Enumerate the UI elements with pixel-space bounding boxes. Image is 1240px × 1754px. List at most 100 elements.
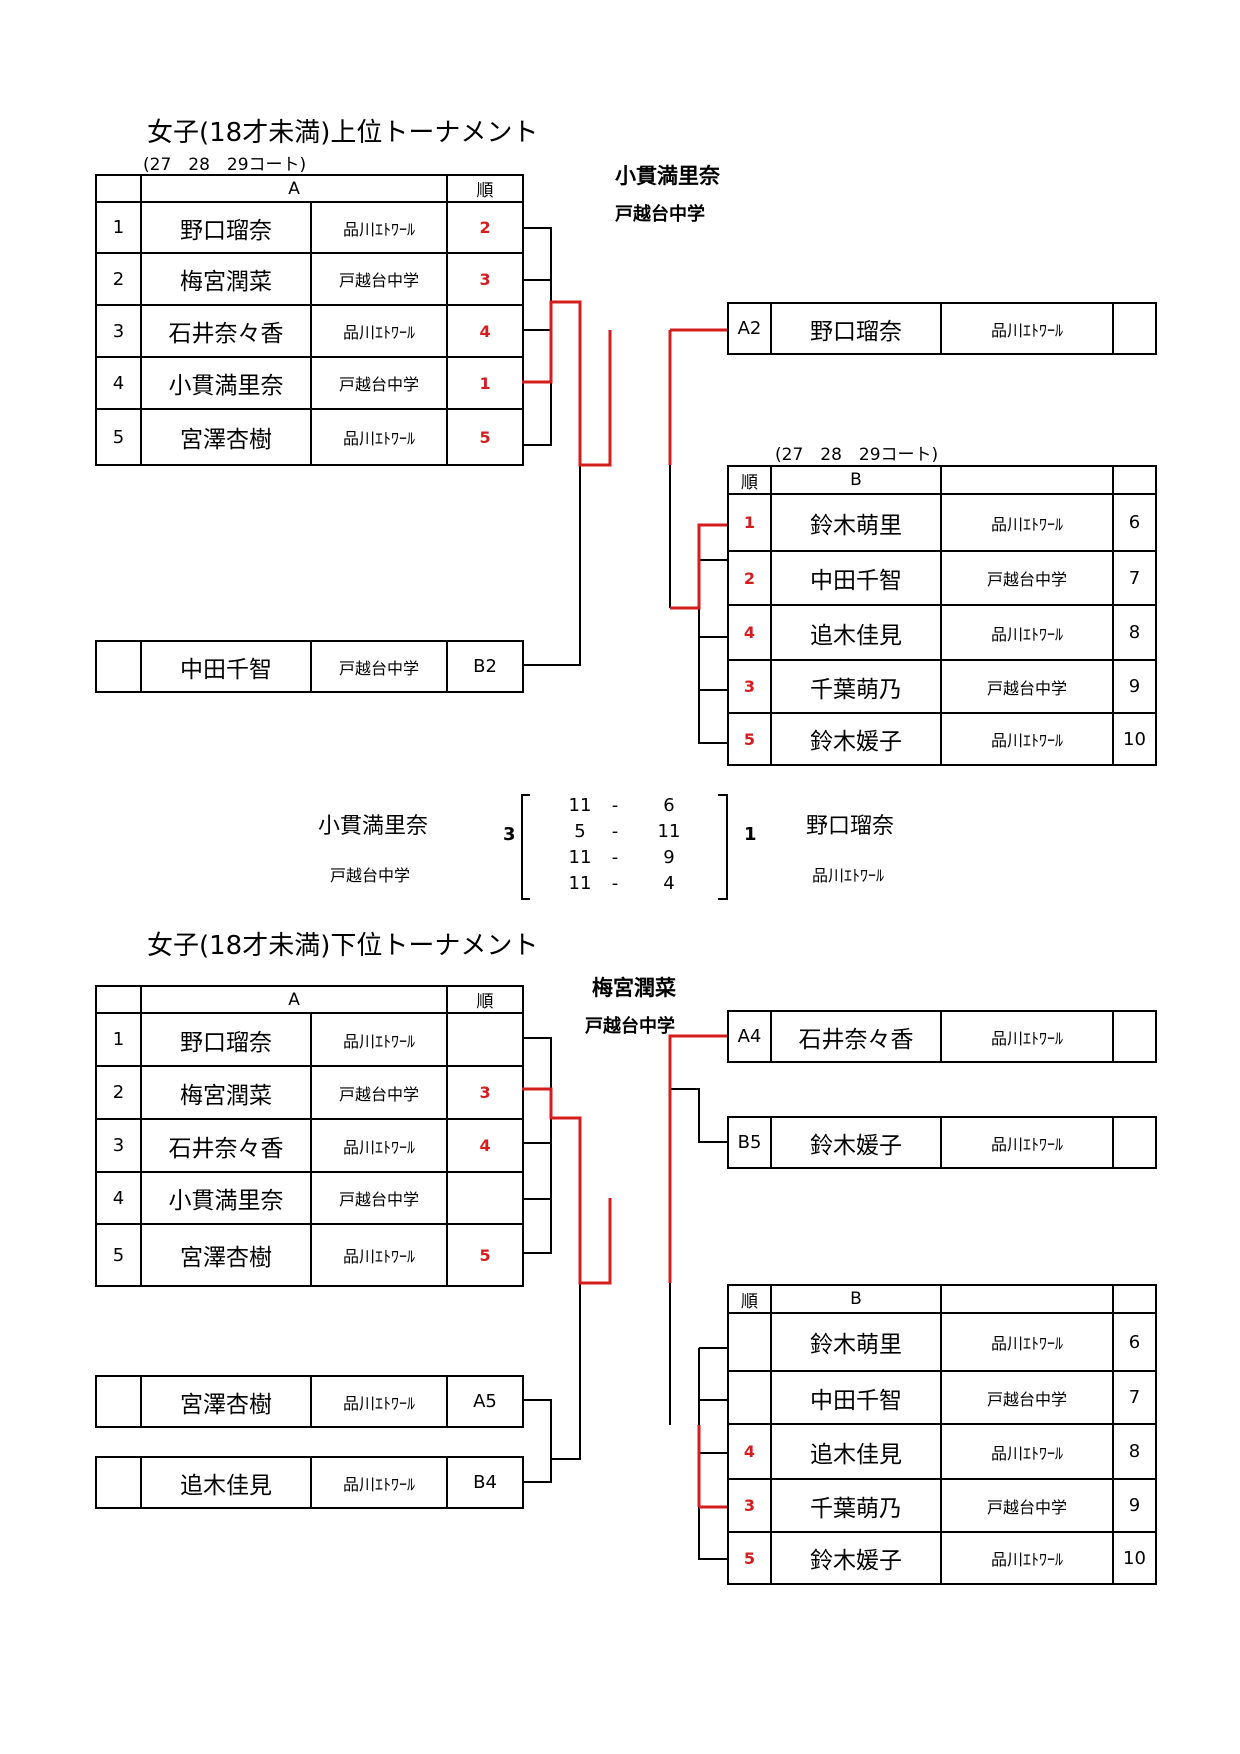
player-name: 中田千智: [770, 1370, 942, 1425]
lower-winner-name: 梅宮潤菜: [592, 976, 676, 1000]
player-number: 9: [1112, 1478, 1157, 1533]
score-separator: -: [611, 873, 619, 894]
group-a-header: A: [139, 174, 449, 203]
player-number: 2: [95, 252, 142, 306]
score-separator: -: [611, 795, 619, 816]
player-rank: 1: [727, 493, 772, 552]
upper-title: 女子(18才未満)上位トーナメント: [147, 118, 539, 148]
player-rank: 5: [446, 1223, 525, 1287]
upper-court-a: (27 28 29コート): [143, 155, 307, 175]
player-number: 5: [95, 1223, 142, 1287]
player-club: 品川ｴﾄﾜｰﾙ: [309, 1223, 449, 1287]
player-name: 野口瑠奈: [140, 201, 312, 254]
table-row: 2 梅宮潤菜 戸越台中学 3: [95, 1065, 525, 1120]
player-name: 千葉萌乃: [770, 1478, 942, 1533]
game-right-score: 4: [663, 873, 675, 894]
game-left-score: 11: [568, 795, 592, 816]
game-left-score: 11: [568, 873, 592, 894]
lower-a4-entry: A4 石井奈々香 品川ｴﾄﾜｰﾙ: [727, 1010, 1157, 1063]
lower-group-b-table: 順 B 鈴木萌里 品川ｴﾄﾜｰﾙ 6 中田千智 戸越台中学 7 4 追木佳見 品…: [727, 1284, 1157, 1585]
bracket-black-lines: [521, 227, 728, 1560]
player-rank: 2: [727, 550, 772, 606]
table-row: 3 石井奈々香 品川ｴﾄﾜｰﾙ 4: [95, 1118, 525, 1173]
table-row: 5 鈴木媛子 品川ｴﾄﾜｰﾙ 10: [727, 1531, 1157, 1585]
player-name: 梅宮潤菜: [140, 252, 312, 306]
player-number: 8: [1112, 604, 1157, 661]
seed-cell: [95, 1375, 142, 1428]
seed-cell: [95, 1456, 142, 1509]
upper-b2-entry: 中田千智 戸越台中学 B2: [95, 640, 524, 693]
player-name: 鈴木媛子: [770, 712, 942, 766]
player-number: 5: [95, 408, 142, 466]
player-rank: 5: [446, 408, 525, 466]
header-blank: [95, 174, 142, 203]
player-name: 追木佳見: [770, 604, 942, 661]
game-left-score: 5: [574, 821, 586, 842]
result-cell: [1112, 1116, 1157, 1169]
score-separator: -: [611, 821, 619, 842]
player-number: 9: [1112, 659, 1157, 714]
player-club: 品川ｴﾄﾜｰﾙ: [309, 1012, 449, 1067]
final-left-sets: 3: [503, 824, 516, 845]
player-number: 3: [95, 304, 142, 358]
header-blank: [940, 1284, 1114, 1314]
player-rank: 4: [446, 1118, 525, 1173]
player-rank: 5: [727, 1531, 772, 1585]
player-club: 戸越台中学: [309, 1171, 449, 1225]
seed-code: B5: [727, 1116, 772, 1169]
result-cell: [1112, 302, 1157, 355]
rank-header: 順: [727, 465, 772, 495]
player-name: 鈴木媛子: [770, 1531, 942, 1585]
lower-b4-entry: 追木佳見 品川ｴﾄﾜｰﾙ B4: [95, 1456, 524, 1509]
player-name: 宮澤杏樹: [140, 408, 312, 466]
game-right-score: 11: [657, 821, 681, 842]
lower-b5-entry: B5 鈴木媛子 品川ｴﾄﾜｰﾙ: [727, 1116, 1157, 1169]
group-a-header: A: [139, 985, 449, 1014]
player-club: 品川ｴﾄﾜｰﾙ: [310, 1456, 448, 1509]
player-name: 野口瑠奈: [140, 1012, 312, 1067]
player-number: 4: [95, 1171, 142, 1225]
seed-code: B2: [446, 640, 524, 693]
player-club: 品川ｴﾄﾜｰﾙ: [940, 604, 1114, 661]
table-row: 5 宮澤杏樹 品川ｴﾄﾜｰﾙ 5: [95, 1223, 525, 1287]
player-club: 戸越台中学: [940, 1370, 1114, 1425]
game-right-score: 6: [663, 795, 675, 816]
player-club: 品川ｴﾄﾜｰﾙ: [940, 712, 1114, 766]
player-club: 戸越台中学: [310, 640, 448, 693]
seed-code: A4: [727, 1010, 772, 1063]
player-rank: [727, 1312, 772, 1372]
player-number: 6: [1112, 493, 1157, 552]
player-name: 石井奈々香: [140, 1118, 312, 1173]
table-row: 1 野口瑠奈 品川ｴﾄﾜｰﾙ 2: [95, 201, 525, 254]
score-separator: -: [611, 847, 619, 868]
player-rank: 4: [727, 604, 772, 661]
player-rank: 3: [727, 659, 772, 714]
player-name: 鈴木媛子: [770, 1116, 942, 1169]
result-cell: [1112, 1010, 1157, 1063]
player-club: 戸越台中学: [309, 252, 449, 306]
player-club: 品川ｴﾄﾜｰﾙ: [940, 1116, 1114, 1169]
player-number: 10: [1112, 712, 1157, 766]
player-club: 品川ｴﾄﾜｰﾙ: [940, 1312, 1114, 1372]
table-row: 鈴木萌里 品川ｴﾄﾜｰﾙ 6: [727, 1312, 1157, 1372]
player-name: 宮澤杏樹: [140, 1223, 312, 1287]
header-blank: [1112, 1284, 1157, 1314]
player-rank: 2: [446, 201, 525, 254]
table-row: 5 宮澤杏樹 品川ｴﾄﾜｰﾙ 5: [95, 408, 525, 466]
player-number: 2: [95, 1065, 142, 1120]
player-rank: 5: [727, 712, 772, 766]
player-rank: 4: [727, 1423, 772, 1480]
table-row: 1 鈴木萌里 品川ｴﾄﾜｰﾙ 6: [727, 493, 1157, 552]
player-club: 品川ｴﾄﾜｰﾙ: [310, 1375, 448, 1428]
player-name: 追木佳見: [140, 1456, 312, 1509]
player-name: 野口瑠奈: [770, 302, 942, 355]
player-name: 鈴木萌里: [770, 493, 942, 552]
table-row: 2 梅宮潤菜 戸越台中学 3: [95, 252, 525, 306]
player-number: 4: [95, 356, 142, 410]
table-row: 1 野口瑠奈 品川ｴﾄﾜｰﾙ: [95, 1012, 525, 1067]
player-club: 戸越台中学: [940, 550, 1114, 606]
table-row: 4 小貫満里奈 戸越台中学: [95, 1171, 525, 1225]
seed-code: A2: [727, 302, 772, 355]
final-right-sets: 1: [744, 824, 757, 845]
player-club: 品川ｴﾄﾜｰﾙ: [940, 1531, 1114, 1585]
